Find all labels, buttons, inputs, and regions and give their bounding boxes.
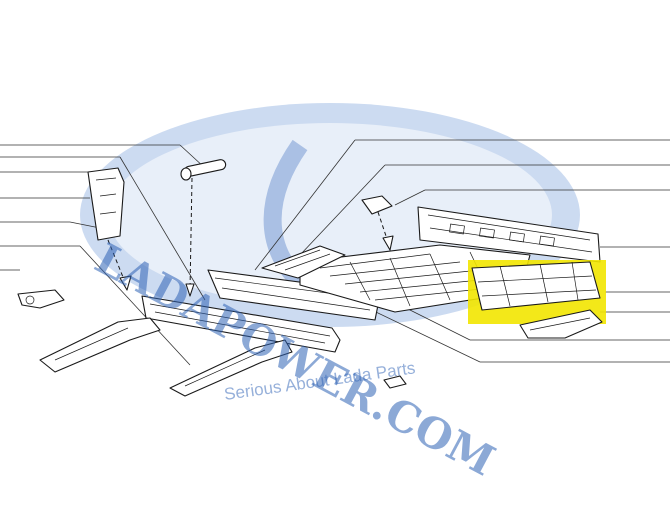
left-front-member-icon (39, 317, 161, 373)
rear-floor-section-highlight (468, 260, 606, 324)
front-bolt-icon (180, 159, 227, 297)
side-sill-icon (141, 269, 379, 353)
jack-support-icon (17, 289, 65, 309)
leader-lines-right (254, 139, 670, 363)
leader-lines-left (0, 144, 206, 366)
right-front-member-icon (169, 339, 293, 397)
rear-tray-icon (519, 309, 603, 339)
clip-icon (383, 375, 407, 389)
pillar-bracket-icon (87, 167, 132, 291)
small-bracket-icon (361, 195, 394, 251)
left-floor-section-icon (261, 245, 346, 279)
